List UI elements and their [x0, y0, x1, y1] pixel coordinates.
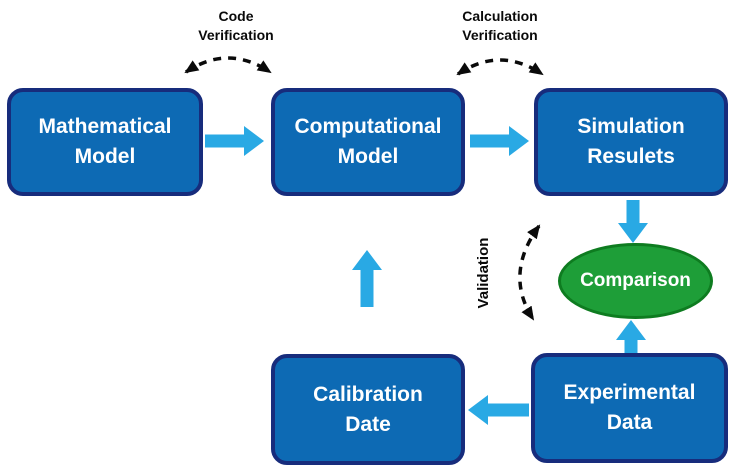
arrow-experimental-to-comparison	[616, 320, 646, 353]
arc-code-verification	[184, 56, 272, 74]
experimental-data-node: Experimental Data	[531, 353, 728, 463]
arc-calculation-verification	[456, 58, 544, 76]
computational-model-node: Computational Model	[271, 88, 465, 196]
comparison-ellipse-node: Comparison	[558, 243, 713, 319]
code-verification-label: Code Verification	[198, 8, 274, 43]
arrow-computational-to-simulation	[470, 126, 529, 156]
arc-validation	[518, 224, 541, 321]
calibration-date-node: Calibration Date	[271, 354, 465, 465]
calculation-verification-label: Calculation Verification	[462, 8, 538, 43]
simulation-results-node: Simulation Resulets	[534, 88, 728, 196]
arrow-simulation-to-comparison	[618, 200, 648, 243]
mathematical-model-node: Mathematical Model	[7, 88, 203, 196]
arrow-calibration-to-computational	[352, 250, 382, 307]
validation-label: Validation	[475, 237, 492, 309]
arrow-experimental-to-calibration	[468, 395, 529, 425]
arrow-mathematical-to-computational	[205, 126, 264, 156]
